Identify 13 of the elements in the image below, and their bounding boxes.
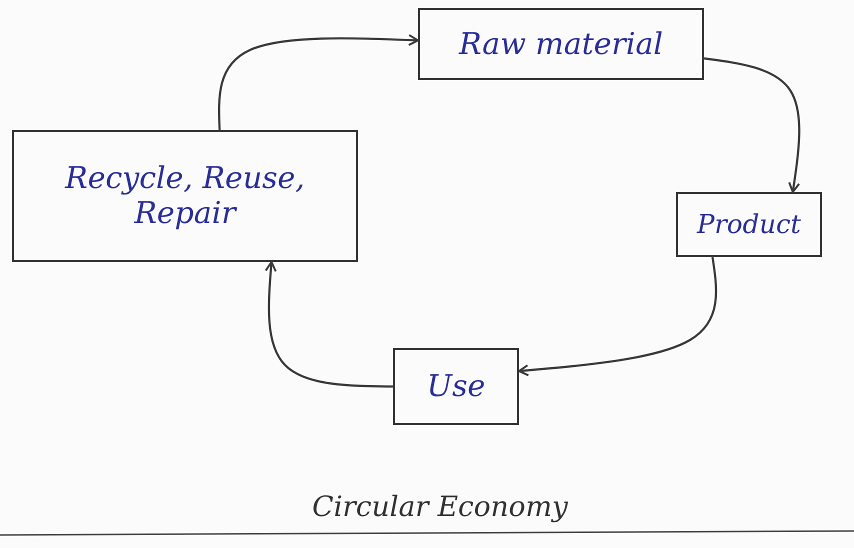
node-label: Recycle, Reuse, Repair — [64, 161, 306, 231]
process-box — [393, 348, 519, 425]
process-box — [12, 130, 358, 262]
caption: Circular Economy — [311, 490, 569, 523]
node-label: Raw material — [459, 26, 663, 62]
curved-arrow — [704, 57, 800, 193]
curved-arrow — [264, 261, 393, 388]
process-box — [418, 8, 704, 80]
node-label: Use — [426, 369, 486, 404]
process-box — [676, 192, 822, 257]
node-label: Product — [697, 210, 801, 240]
curved-arrow — [518, 256, 718, 376]
curved-arrow — [218, 34, 419, 130]
